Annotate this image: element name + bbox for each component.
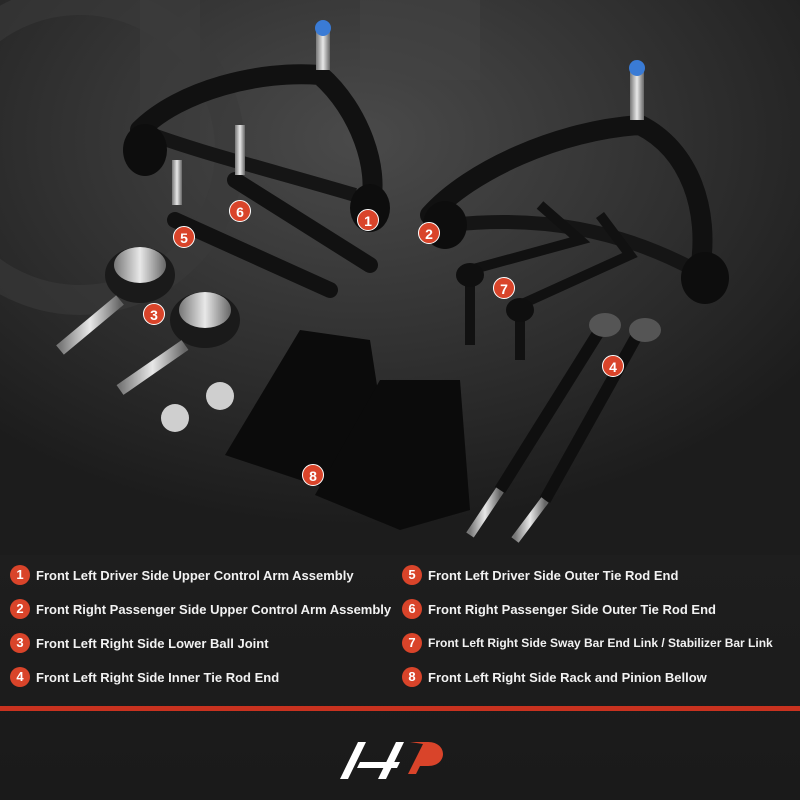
legend-number: 5 xyxy=(402,565,422,585)
legend-label: Front Left Driver Side Outer Tie Rod End xyxy=(428,567,679,583)
legend-number: 6 xyxy=(402,599,422,619)
callout-badge-3: 3 xyxy=(143,303,165,325)
legend-item-8: 8 Front Left Right Side Rack and Pinion … xyxy=(402,666,707,688)
legend-item-4: 4 Front Left Right Side Inner Tie Rod En… xyxy=(10,666,279,688)
legend-item-5: 5 Front Left Driver Side Outer Tie Rod E… xyxy=(402,564,678,586)
legend-item-1: 1 Front Left Driver Side Upper Control A… xyxy=(10,564,354,586)
legend-number: 4 xyxy=(10,667,30,687)
legend-number: 1 xyxy=(10,565,30,585)
callout-badge-6: 6 xyxy=(229,200,251,222)
legend-label: Front Left Right Side Sway Bar End Link … xyxy=(428,636,773,650)
legend-number: 2 xyxy=(10,599,30,619)
legend-number: 7 xyxy=(402,633,422,653)
legend-item-3: 3 Front Left Right Side Lower Ball Joint xyxy=(10,632,269,654)
legend-label: Front Right Passenger Side Upper Control… xyxy=(36,601,392,617)
legend-label: Front Left Driver Side Upper Control Arm… xyxy=(36,567,354,583)
legend-item-2: 2 Front Right Passenger Side Upper Contr… xyxy=(10,598,391,620)
callout-badge-5: 5 xyxy=(173,226,195,248)
legend-item-7: 7 Front Left Right Side Sway Bar End Lin… xyxy=(402,632,773,654)
accent-divider xyxy=(0,706,800,711)
legend-number: 3 xyxy=(10,633,30,653)
legend-label: Front Left Right Side Lower Ball Joint xyxy=(36,635,269,651)
legend-number: 8 xyxy=(402,667,422,687)
legend-item-6: 6 Front Right Passenger Side Outer Tie R… xyxy=(402,598,716,620)
callout-badge-8: 8 xyxy=(302,464,324,486)
legend-label: Front Left Right Side Inner Tie Rod End xyxy=(36,669,280,685)
callout-badge-7: 7 xyxy=(493,277,515,299)
callout-badge-4: 4 xyxy=(602,355,624,377)
legend-label: Front Right Passenger Side Outer Tie Rod… xyxy=(428,601,716,617)
legend-label: Front Left Right Side Rack and Pinion Be… xyxy=(428,669,707,685)
callout-badge-2: 2 xyxy=(418,222,440,244)
parts-photo xyxy=(0,0,800,555)
brand-logo-icon xyxy=(340,742,443,779)
callout-badge-1: 1 xyxy=(357,209,379,231)
parts-legend: 1 Front Left Driver Side Upper Control A… xyxy=(0,558,800,698)
